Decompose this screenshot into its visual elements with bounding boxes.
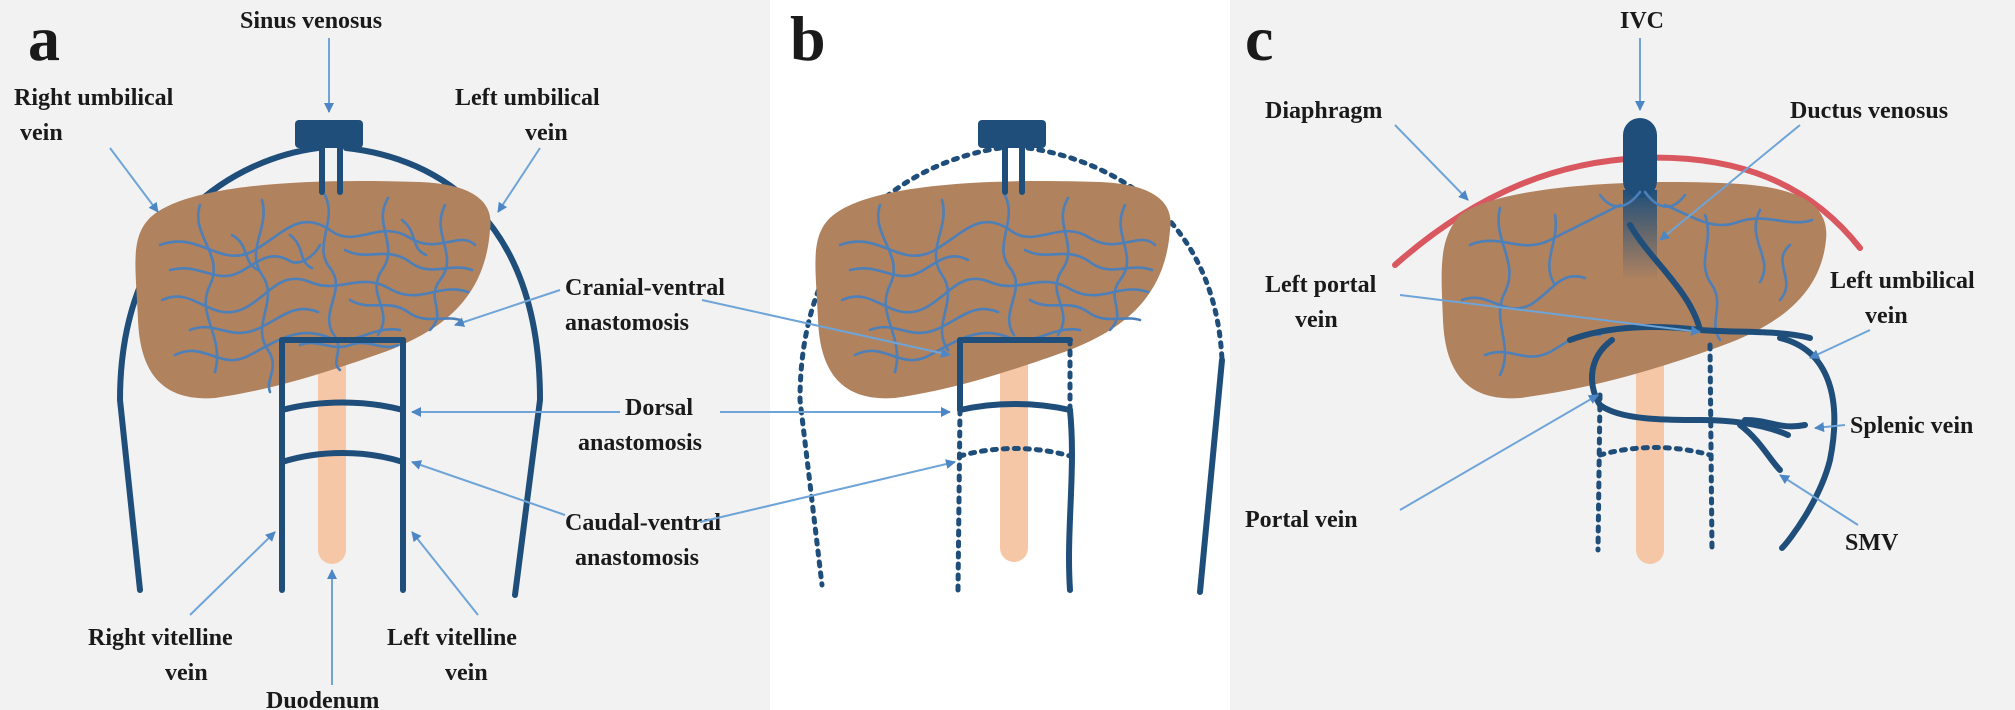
- ductus-venosus-label: Ductus venosus: [1790, 98, 1948, 124]
- ivc-label: IVC: [1620, 8, 1664, 34]
- dorsal-label-line1: Dorsal: [625, 395, 693, 421]
- right-vitelline-vein-c: [1598, 395, 1600, 550]
- cranial-ventral-label-line1: Cranial-ventral: [565, 275, 725, 301]
- portal-vein-label: Portal vein: [1245, 507, 1358, 533]
- right-vitelline-label-line2: vein: [165, 660, 208, 686]
- caudal-ventral-label-line1: Caudal-ventral: [565, 510, 721, 536]
- panel-b: b: [790, 3, 1222, 592]
- panel-b-letter: b: [790, 3, 826, 74]
- caudal-ventral-label-line2: anastomosis: [575, 545, 699, 571]
- sinus-venosus-label: Sinus venosus: [240, 8, 382, 34]
- left-umbilical-c-label-line2: vein: [1865, 303, 1908, 329]
- right-vitelline-vein-b-lower: [958, 410, 960, 590]
- cranial-ventral-label-line2: anastomosis: [565, 310, 689, 336]
- sinus-venosus: [295, 120, 363, 148]
- duodenum-label: Duodenum: [266, 688, 379, 710]
- liver-b: [815, 181, 1170, 398]
- left-umbilical-label-line1: Left umbilical: [455, 85, 600, 111]
- panel-a: a: [0, 0, 770, 710]
- left-vitelline-label-line2: vein: [445, 660, 488, 686]
- diaphragm-label: Diaphragm: [1265, 98, 1382, 124]
- panel-c: c I: [1230, 0, 2015, 710]
- smv-label: SMV: [1845, 530, 1899, 556]
- right-umbilical-label-line2: vein: [20, 120, 63, 146]
- left-portal-label-line2: vein: [1295, 307, 1338, 333]
- left-vitelline-label-line1: Left vitelline: [387, 625, 517, 651]
- right-umbilical-label-line1: Right umbilical: [14, 85, 174, 111]
- right-vitelline-label-line1: Right vitelline: [88, 625, 233, 651]
- left-portal-label-line1: Left portal: [1265, 272, 1377, 298]
- left-umbilical-label-line2: vein: [525, 120, 568, 146]
- left-vitelline-vein-b-lower: [1069, 410, 1072, 590]
- panel-c-letter: c: [1245, 3, 1273, 74]
- ivc: [1623, 118, 1657, 198]
- left-umbilical-c-label-line1: Left umbilical: [1830, 268, 1975, 294]
- left-umbilical-vein-persisting: [1200, 360, 1222, 592]
- panel-a-letter: a: [28, 3, 60, 74]
- dorsal-label-line2: anastomosis: [578, 430, 702, 456]
- sinus-venosus-b: [978, 120, 1046, 148]
- splenic-vein-label: Splenic vein: [1850, 413, 1973, 439]
